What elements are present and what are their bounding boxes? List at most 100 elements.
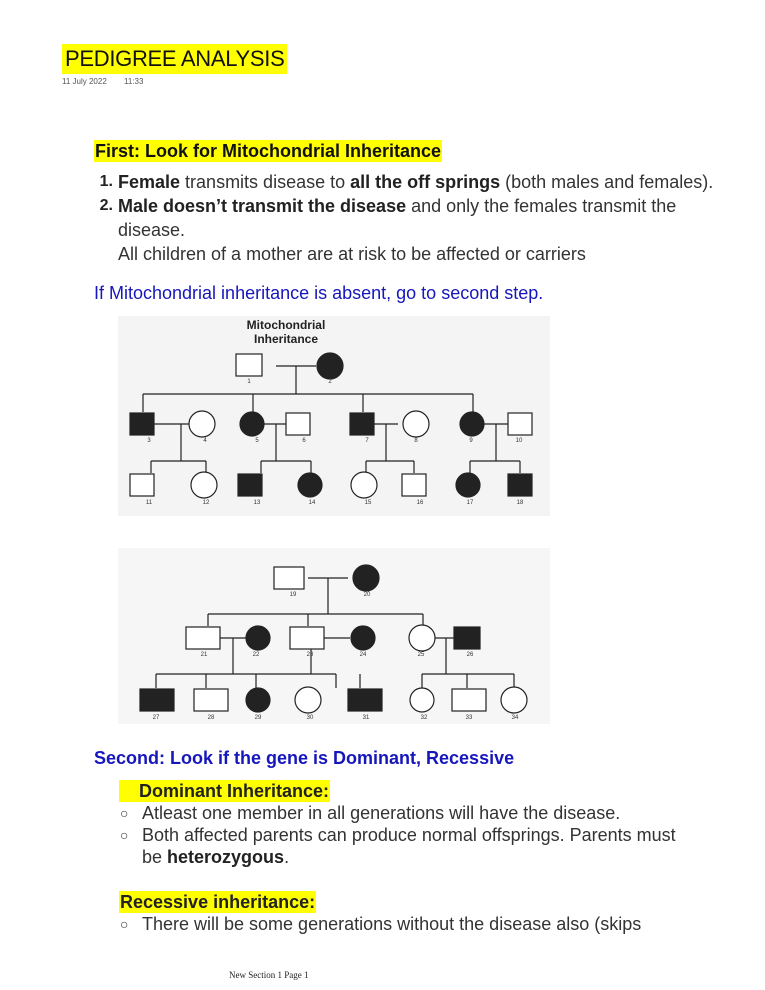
page-title: PEDIGREE ANALYSIS: [62, 44, 288, 74]
bullet-circle-icon: ○: [120, 916, 129, 932]
pedigree-label: 32: [421, 715, 428, 721]
pedigree-label: 6: [302, 438, 306, 444]
page-time: 11:33: [124, 77, 144, 86]
male-affected-7: [349, 412, 375, 436]
female-unaffected-25: [408, 624, 436, 652]
female-affected-17: [455, 472, 481, 498]
section1-heading: First: Look for Mitochondrial Inheritanc…: [94, 140, 443, 162]
pedigree-label: 29: [255, 715, 262, 721]
section1-list: 1. Female transmits disease to all the o…: [91, 170, 761, 266]
pedigree-label: 33: [466, 715, 473, 721]
list-number: 1.: [99, 173, 113, 190]
bullet-text: be: [142, 847, 168, 867]
female-affected-24: [350, 625, 376, 651]
pedigree-label: 17: [467, 500, 474, 506]
list-text: disease.: [118, 220, 186, 240]
bullet-bold: heterozygous: [167, 847, 285, 867]
pedigree-label: 30: [307, 715, 314, 721]
male-affected-31: [347, 688, 383, 712]
list-text: (both males and females).: [500, 172, 714, 192]
female-affected-14: [297, 472, 323, 498]
second-pedigree-diagram: 19 20 21 22 23 24 25 26 27 28 29 30 31 3…: [118, 548, 550, 724]
female-unaffected-4: [188, 410, 216, 438]
male-affected-18: [507, 473, 533, 497]
pedigree-label: 12: [203, 500, 210, 506]
pedigree-label: 2: [328, 379, 332, 385]
male-unaffected-6: [285, 412, 311, 436]
pedigree-label: 21: [201, 652, 208, 658]
bullet-circle-icon: ○: [120, 827, 129, 843]
list-text: and only the females transmit the: [406, 196, 677, 216]
female-affected-2: [316, 352, 344, 380]
male-unaffected-19: [273, 566, 305, 590]
pedigree-label: 10: [516, 438, 523, 444]
dominant-bullet-2: ○ Both affected parents can produce norm…: [120, 824, 740, 868]
male-unaffected-16: [401, 473, 427, 497]
female-unaffected-30: [294, 686, 322, 714]
male-affected-3: [129, 412, 155, 436]
pedigree-label: 11: [146, 500, 153, 506]
female-affected-22: [245, 625, 271, 651]
male-affected-27: [139, 688, 175, 712]
dominant-heading: Dominant Inheritance:: [119, 780, 331, 802]
recessive-bullet-1: ○ There will be some generations without…: [120, 913, 740, 935]
recessive-heading: Recessive inheritance:: [119, 891, 317, 913]
pedigree-title-line2: Inheritance: [254, 332, 318, 346]
pedigree-label: 14: [309, 500, 316, 506]
list-number: 2.: [99, 197, 113, 214]
bullet-text: .: [284, 847, 290, 867]
list-bold: Female: [118, 172, 181, 192]
female-unaffected-12: [190, 471, 218, 499]
pedigree-label: 23: [307, 652, 314, 658]
female-unaffected-34: [500, 686, 528, 714]
pedigree-label: 28: [208, 715, 215, 721]
pedigree-label: 27: [153, 715, 160, 721]
female-affected-20: [352, 564, 380, 592]
male-unaffected-10: [507, 412, 533, 436]
section1-note: If Mitochondrial inheritance is absent, …: [94, 283, 544, 303]
pedigree-label: 13: [254, 500, 261, 506]
pedigree-label: 15: [365, 500, 372, 506]
pedigree-label: 1: [247, 379, 251, 385]
female-affected-5: [239, 411, 265, 437]
mitochondrial-pedigree-diagram: Mitochondrial Inheritance: [118, 316, 550, 516]
pedigree-label: 24: [360, 652, 367, 658]
bullet-text: There will be some generations without t…: [142, 914, 642, 934]
page-date: 11 July 2022: [62, 77, 107, 86]
dominant-bullet-1: ○ Atleast one member in all generations …: [120, 802, 740, 824]
female-affected-29: [245, 687, 271, 713]
bullet-text: Atleast one member in all generations wi…: [142, 803, 621, 823]
list-bold: Male doesn’t transmit the disease: [118, 196, 407, 216]
list-bold: all the off springs: [350, 172, 501, 192]
bullet-text: Both affected parents can produce normal…: [142, 825, 676, 845]
male-affected-26: [453, 626, 481, 650]
male-unaffected-1: [235, 353, 263, 377]
male-affected-13: [237, 473, 263, 497]
pedigree-label: 31: [363, 715, 370, 721]
pedigree-label: 7: [365, 438, 369, 444]
section2-heading: Second: Look if the gene is Dominant, Re…: [94, 748, 515, 768]
pedigree-label: 26: [467, 652, 474, 658]
list-text: transmits disease to: [180, 172, 351, 192]
pedigree-label: 9: [469, 438, 473, 444]
male-unaffected-21: [185, 626, 221, 650]
pedigree-title-line1: Mitochondrial: [247, 318, 326, 332]
pedigree-label: 5: [255, 438, 259, 444]
pedigree-label: 34: [512, 715, 519, 721]
pedigree-label: 8: [414, 438, 418, 444]
list-item: 1. Female transmits disease to all the o…: [91, 170, 761, 194]
list-item: 2. Male doesn’t transmit the disease and…: [91, 194, 761, 266]
female-unaffected-32: [409, 687, 435, 713]
female-unaffected-8: [402, 410, 430, 438]
female-affected-9: [459, 411, 485, 437]
pedigree-label: 22: [253, 652, 260, 658]
pedigree-label: 4: [203, 438, 207, 444]
list-text: All children of a mother are at risk to …: [118, 244, 586, 264]
pedigree-label: 25: [418, 652, 425, 658]
pedigree-label: 20: [364, 592, 371, 598]
pedigree-label: 16: [417, 500, 424, 506]
male-unaffected-11: [129, 473, 155, 497]
bullet-circle-icon: ○: [120, 805, 129, 821]
female-unaffected-15: [350, 471, 378, 499]
pedigree-label: 18: [517, 500, 524, 506]
